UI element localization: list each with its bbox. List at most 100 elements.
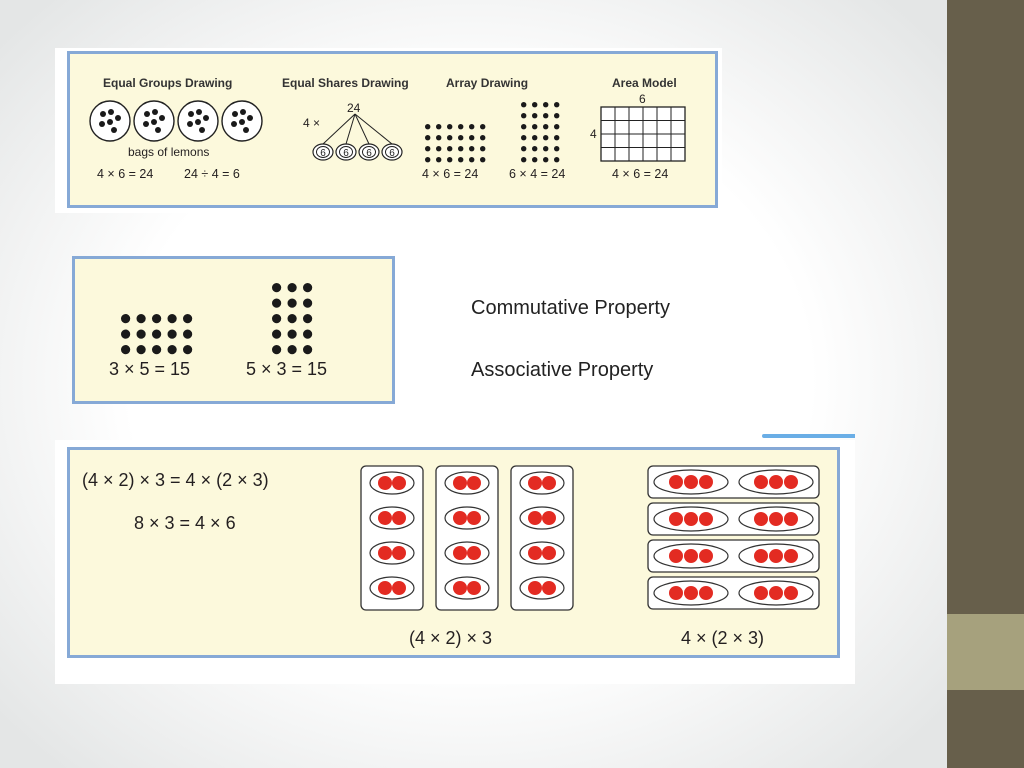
array-dot xyxy=(183,345,193,355)
array-dot xyxy=(532,146,538,152)
array-dot xyxy=(521,102,527,108)
array-dot xyxy=(303,345,313,355)
lemon-dot xyxy=(231,121,237,127)
array-dot xyxy=(532,102,538,108)
array-dot xyxy=(272,283,282,293)
red-counter xyxy=(684,512,698,526)
array-dot xyxy=(480,135,486,141)
array-dot xyxy=(521,113,527,119)
red-counter xyxy=(669,512,683,526)
lemon-dot xyxy=(203,115,209,121)
array-dot xyxy=(469,135,475,141)
red-counter xyxy=(754,549,768,563)
lemon-dot xyxy=(199,127,205,133)
array-dot xyxy=(436,157,442,163)
lemon-dot xyxy=(111,127,117,133)
array-dot xyxy=(447,124,453,130)
red-counter xyxy=(467,546,481,560)
share-value: 6 xyxy=(366,148,372,159)
lemon-dot xyxy=(239,119,245,125)
bags-label: bags of lemons xyxy=(128,145,210,159)
array-dot xyxy=(303,329,313,339)
red-counter xyxy=(378,476,392,490)
area-model-title: Area Model xyxy=(612,76,677,90)
red-counter xyxy=(669,586,683,600)
array-dot xyxy=(532,124,538,130)
equal-groups-equation-1: 4 × 6 = 24 xyxy=(97,167,154,181)
lemon-dot xyxy=(151,119,157,125)
share-inner-ring xyxy=(385,146,399,158)
lemon-dot xyxy=(247,115,253,121)
red-counter xyxy=(453,546,467,560)
array-dot xyxy=(469,146,475,152)
lemon-dot xyxy=(159,115,165,121)
array-dot xyxy=(543,102,549,108)
red-counter xyxy=(453,511,467,525)
equal-groups-title: Equal Groups Drawing xyxy=(103,76,233,90)
array-4-by-6 xyxy=(425,124,486,163)
share-branch xyxy=(354,113,393,145)
lemon-dot xyxy=(143,121,149,127)
array-dot xyxy=(543,135,549,141)
array-dot xyxy=(152,329,162,339)
red-counter xyxy=(754,475,768,489)
red-counter xyxy=(453,581,467,595)
lemon-dot xyxy=(115,115,121,121)
counter-tray xyxy=(510,465,574,611)
array-dot xyxy=(303,298,313,308)
commutative-equation-2: 5 × 3 = 15 xyxy=(246,359,328,379)
array-dot xyxy=(121,329,131,339)
array-dot xyxy=(136,314,146,324)
array-dot xyxy=(554,135,560,141)
area-model-equation: 4 × 6 = 24 xyxy=(612,167,669,181)
red-counter xyxy=(754,586,768,600)
share-inner-ring xyxy=(339,146,353,158)
lemon-dot xyxy=(99,121,105,127)
array-dot xyxy=(272,345,282,355)
array-dot xyxy=(436,135,442,141)
shares-multiplier: 4 × xyxy=(303,116,321,130)
red-counter xyxy=(769,586,783,600)
lemon-dot xyxy=(144,111,150,117)
associative-caption-left: (4 × 2) × 3 xyxy=(409,628,493,648)
array-dot xyxy=(287,345,297,355)
red-counter xyxy=(769,512,783,526)
equal-shares-title: Equal Shares Drawing xyxy=(282,76,409,90)
red-counter xyxy=(684,549,698,563)
red-counter xyxy=(684,586,698,600)
lemon-dot xyxy=(196,109,202,115)
commutative-equation-1: 3 × 5 = 15 xyxy=(109,359,191,379)
associative-property-label: Associative Property xyxy=(471,359,654,381)
array-dot xyxy=(436,124,442,130)
red-counter xyxy=(542,476,556,490)
lemon-dot xyxy=(100,111,106,117)
counter-tray xyxy=(435,465,499,611)
array-dot xyxy=(554,102,560,108)
share-branch xyxy=(322,113,356,145)
array-6-by-4 xyxy=(521,102,560,163)
commutative-arrays-figure: 3 × 5 = 15 5 × 3 = 15 xyxy=(72,256,395,404)
lemon-dot xyxy=(107,119,113,125)
array-title: Array Drawing xyxy=(446,76,529,90)
lemon-dot xyxy=(188,111,194,117)
red-counter xyxy=(784,549,798,563)
associative-simplified-equation: 8 × 3 = 4 × 6 xyxy=(134,513,236,533)
array-dot xyxy=(543,113,549,119)
array-equation-2: 6 × 4 = 24 xyxy=(509,167,566,181)
array-dot xyxy=(458,157,464,163)
array-dot xyxy=(167,329,177,339)
array-dot xyxy=(521,124,527,130)
red-counter xyxy=(528,546,542,560)
array-dot xyxy=(532,157,538,163)
red-counter xyxy=(784,586,798,600)
share-value: 6 xyxy=(389,148,395,159)
red-counter xyxy=(528,511,542,525)
share-value: 6 xyxy=(343,148,349,159)
red-counter xyxy=(378,511,392,525)
array-dot xyxy=(543,146,549,152)
array-dot xyxy=(480,146,486,152)
array-dot xyxy=(136,345,146,355)
array-dot xyxy=(167,314,177,324)
equal-groups-drawing xyxy=(89,100,263,142)
lemon-dot xyxy=(243,127,249,133)
